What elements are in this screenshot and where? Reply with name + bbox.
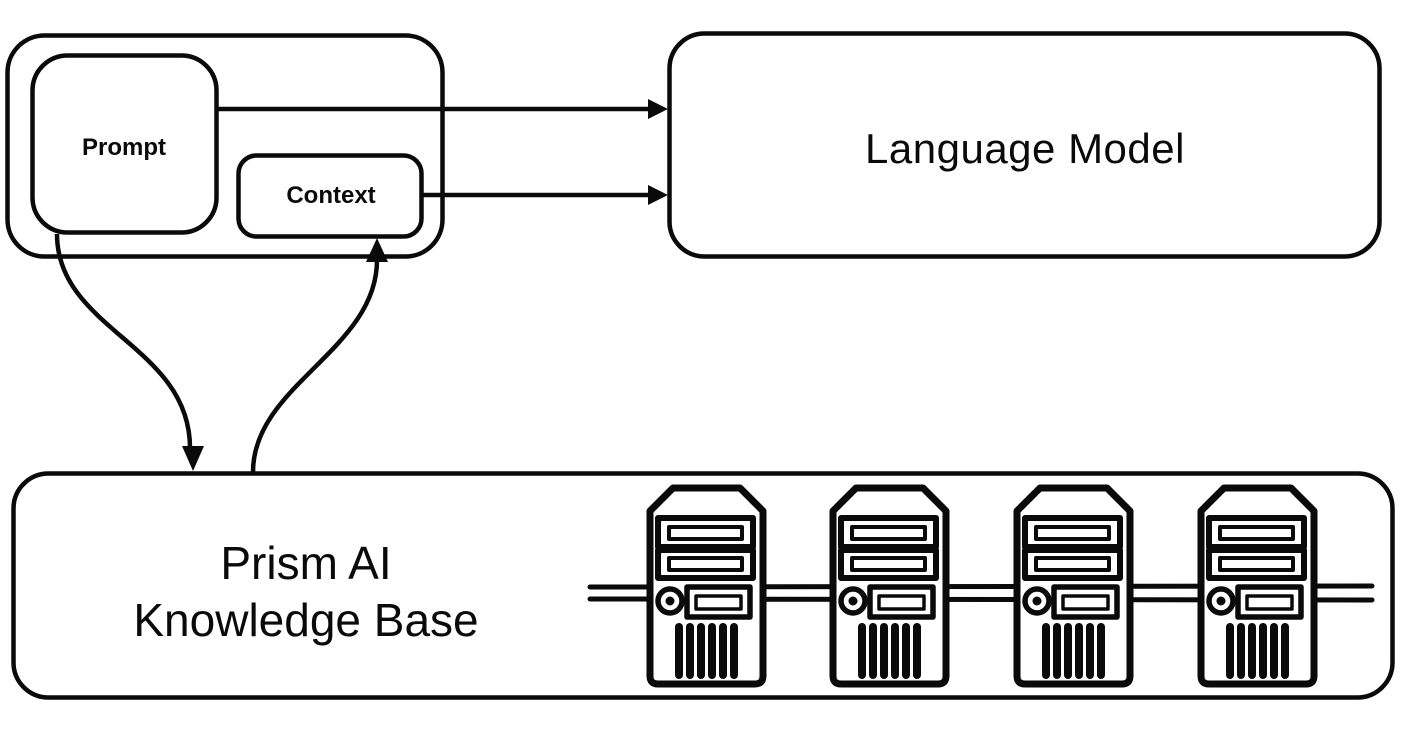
knowledge-base-box xyxy=(11,471,1395,700)
arrow-prompt-to-language-model xyxy=(217,99,668,119)
arrow-knowledge-base-to-context xyxy=(250,238,388,473)
context-box xyxy=(236,153,424,239)
arrow-context-to-language-model xyxy=(422,185,668,205)
server-icon xyxy=(650,488,763,684)
arrowhead-right-icon xyxy=(648,99,668,119)
arrowhead-down-icon xyxy=(182,446,204,471)
prompt-context-container-box xyxy=(5,33,445,259)
prompt-box xyxy=(30,53,219,235)
arrowhead-up-icon xyxy=(366,238,388,262)
language-model-box xyxy=(667,31,1382,259)
arrow-prompt-to-knowledge-base xyxy=(54,233,204,471)
knowledge-base-label-line2: Knowledge Base xyxy=(133,594,479,646)
language-model-label: Language Model xyxy=(865,125,1185,172)
context-label: Context xyxy=(286,182,376,209)
server-icon xyxy=(1017,488,1130,684)
server-icon xyxy=(1201,488,1314,684)
knowledge-base-label-line1: Prism AI xyxy=(220,537,392,589)
arrowhead-right-icon xyxy=(648,185,668,205)
prompt-label: Prompt xyxy=(82,134,166,161)
server-icon xyxy=(833,488,946,684)
knowledge-base-label: Prism AI Knowledge Base xyxy=(133,535,478,649)
